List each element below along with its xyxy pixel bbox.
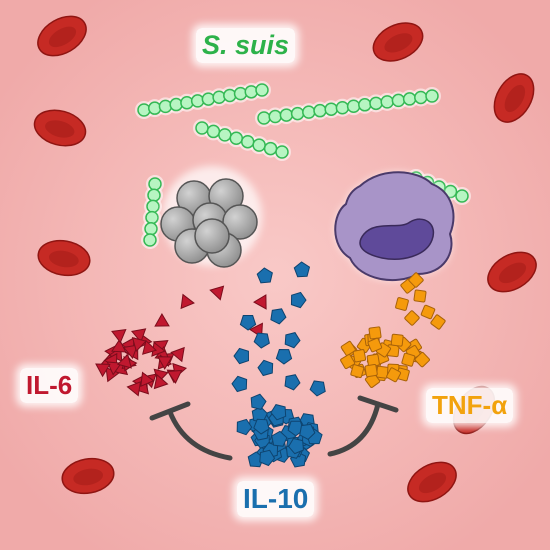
triangle-cytokine-icon <box>154 313 170 327</box>
red-blood-cell-icon <box>372 22 424 62</box>
square-cytokine-icon <box>350 364 365 379</box>
bacteria-chain-icon <box>141 175 164 249</box>
cytokines <box>95 261 446 468</box>
il10-inhibits-tnf-arrow <box>327 401 381 457</box>
triangle-cytokine-icon <box>126 381 142 397</box>
neutrophil-icon <box>160 166 262 268</box>
triangle-cytokine-icon <box>180 293 195 310</box>
pentagon-cytokine-icon <box>236 418 253 436</box>
il10-label: IL-10 <box>237 481 315 517</box>
bacteria-chain-icon <box>135 81 271 119</box>
il6-block-bar <box>149 401 191 421</box>
triangle-cytokine-icon <box>209 285 225 301</box>
red-blood-cell-icon <box>37 239 91 277</box>
triangle-cytokine-icon <box>131 337 147 353</box>
square-cytokine-icon <box>414 351 430 368</box>
pentagon-cytokine-icon <box>257 359 274 377</box>
red-blood-cell-icon <box>33 109 87 147</box>
triangle-cytokine-icon <box>106 361 123 376</box>
pentagon-cytokine-icon <box>290 291 307 309</box>
pentagon-cytokine-icon <box>259 449 276 467</box>
pentagon-cytokine-icon <box>299 423 316 440</box>
pentagon-cytokine-icon <box>271 430 288 447</box>
pentagon-cytokine-icon <box>287 420 304 437</box>
square-cytokine-icon <box>420 304 436 320</box>
pentagon-cytokine-icon <box>253 332 270 349</box>
square-cytokine-icon <box>340 354 356 370</box>
square-cytokine-icon <box>390 333 404 347</box>
triangle-cytokine-icon <box>111 329 127 344</box>
pentagon-cytokine-icon <box>275 348 293 365</box>
triangle-cytokine-icon <box>142 339 157 355</box>
pentagon-cytokine-icon <box>256 267 273 284</box>
pentagon-cytokine-icon <box>233 347 249 365</box>
square-cytokine-icon <box>386 367 402 383</box>
red-blood-cell-icon <box>487 251 537 293</box>
triangle-cytokine-icon <box>140 371 155 388</box>
pentagon-cytokine-icon <box>288 437 304 455</box>
red-blood-cell-icon <box>61 457 115 495</box>
bacteria-chain-icon <box>255 87 441 127</box>
triangle-cytokine-icon <box>157 356 173 370</box>
red-blood-cell-icon <box>407 461 457 503</box>
square-cytokine-icon <box>340 340 356 356</box>
tnf-label: TNF-α <box>426 388 514 423</box>
pentagon-cytokine-icon <box>309 380 326 397</box>
pentagon-cytokine-icon <box>270 308 287 325</box>
triangle-cytokine-icon <box>166 369 183 384</box>
inhibition-arrows <box>149 395 399 461</box>
triangle-cytokine-icon <box>116 353 132 369</box>
square-cytokine-icon <box>368 326 382 340</box>
square-cytokine-icon <box>430 314 446 330</box>
square-cytokine-icon <box>413 289 427 303</box>
pentagon-cytokine-icon <box>253 418 270 435</box>
triangle-cytokine-icon <box>170 346 185 363</box>
square-cytokine-icon <box>401 352 416 367</box>
square-cytokine-icon <box>364 363 378 378</box>
pentagon-cytokine-icon <box>270 404 287 421</box>
bacterium-label: S. suis <box>196 28 296 63</box>
triangle-cytokine-icon <box>111 338 127 353</box>
triangle-cytokine-icon <box>253 294 267 310</box>
pentagon-cytokine-icon <box>239 314 257 331</box>
triangle-cytokine-icon <box>95 363 111 378</box>
square-cytokine-icon <box>367 337 383 353</box>
triangle-cytokine-icon <box>130 328 147 343</box>
il6-label: IL-6 <box>20 368 79 403</box>
pentagon-cytokine-icon <box>284 374 301 391</box>
tnf-block-bar <box>357 395 399 413</box>
square-cytokine-icon <box>395 297 409 311</box>
bacteria-chain-icon <box>193 119 291 161</box>
red-blood-cell-icon <box>493 73 535 123</box>
square-cytokine-icon <box>352 349 367 363</box>
triangle-cytokine-icon <box>122 344 139 360</box>
pentagon-cytokine-icon <box>250 393 267 410</box>
red-blood-cells <box>33 15 537 503</box>
red-blood-cell-icon <box>37 15 87 57</box>
pentagon-cytokine-icon <box>231 375 248 393</box>
pentagon-cytokine-icon <box>284 332 301 349</box>
il10-inhibits-il6-arrow <box>167 409 233 461</box>
triangle-cytokine-icon <box>153 373 169 390</box>
pentagon-cytokine-icon <box>293 261 311 278</box>
pentagon-cytokine-icon <box>251 406 268 423</box>
square-cytokine-icon <box>404 310 420 326</box>
square-cytokine-icon <box>408 272 424 288</box>
